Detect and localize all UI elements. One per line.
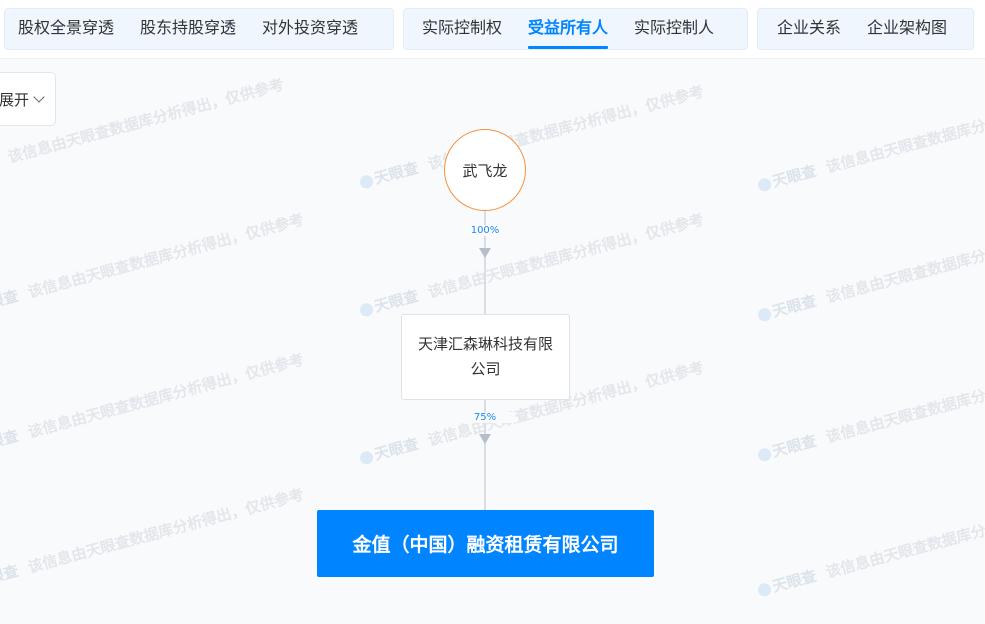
watermark: 天眼查 该信息由天眼查数据库分析得出，仅供参考 <box>0 485 306 591</box>
top-tab-bar: 股权全景穿透 股东持股穿透 对外投资穿透 实际控制权 受益所有人 实际控制人 企… <box>0 0 985 59</box>
watermark: 天眼查 该信息由天眼查数据库分析得出，仅供参考 <box>357 208 706 320</box>
tab-actual-controller[interactable]: 实际控制人 <box>634 18 715 37</box>
tianyancha-logo-icon <box>358 173 375 190</box>
tianyancha-logo-icon <box>756 446 773 463</box>
tianyancha-logo-icon <box>358 449 375 466</box>
person-name: 武飞龙 <box>462 161 508 180</box>
tianyancha-logo-icon <box>358 301 375 318</box>
watermark: 天眼查 该信息由天眼查数据库分析得出，仅供参考 <box>755 488 985 600</box>
watermark: 天眼查 该信息由天眼查数据库分析得出，仅供参考 <box>755 83 985 195</box>
tab-group-structure: 企业关系 企业架构图 <box>757 8 974 50</box>
edge-percent-label: 75% <box>455 412 515 423</box>
tab-group-control: 实际控制权 受益所有人 实际控制人 <box>403 8 748 50</box>
edge-percent-label: 100% <box>455 225 515 236</box>
tianyancha-logo-icon <box>756 306 773 323</box>
edge-line-company-to-target <box>484 399 486 511</box>
tab-enterprise-architecture[interactable]: 企业架构图 <box>867 18 948 37</box>
tab-beneficial-owner[interactable]: 受益所有人 <box>515 8 621 50</box>
tianyancha-logo-icon <box>756 176 773 193</box>
expand-button[interactable]: 展开 <box>0 72 56 126</box>
expand-label: 展开 <box>0 90 30 109</box>
target-company-name: 金值（中国）融资租赁有限公司 <box>352 534 619 556</box>
watermark: 天眼查 该信息由天眼查数据库分析得出，仅供参考 <box>0 210 306 316</box>
company-node[interactable]: 天津汇森琳科技有限公司 <box>401 314 570 400</box>
tab-actual-control-right[interactable]: 实际控制权 <box>422 18 503 37</box>
tab-enterprise-relations[interactable]: 企业关系 <box>777 18 842 37</box>
watermark: 天眼查 该信息由天眼查数据库分析得出，仅供参考 <box>0 350 306 456</box>
tianyancha-logo-icon <box>756 581 773 598</box>
arrow-down-icon <box>479 248 491 258</box>
edge-line-person-to-company <box>484 210 486 315</box>
chevron-down-icon <box>33 91 45 103</box>
arrow-down-icon <box>479 434 491 444</box>
watermark: 天眼查 该信息由天眼查数据库分析得出，仅供参考 <box>755 213 985 325</box>
target-company-node[interactable]: 金值（中国）融资租赁有限公司 <box>317 510 654 577</box>
watermark: 天眼查 该信息由天眼查数据库分析得出，仅供参考 <box>755 353 985 465</box>
tab-investment-penetration[interactable]: 对外投资穿透 <box>262 18 359 37</box>
tab-group-penetration: 股权全景穿透 股东持股穿透 对外投资穿透 <box>4 8 394 50</box>
company-name: 天津汇森琳科技有限公司 <box>417 335 553 378</box>
person-node[interactable]: 武飞龙 <box>444 129 526 211</box>
watermark: 天眼查 该信息由天眼查数据库分析得出，仅供参考 <box>357 80 706 192</box>
tab-shareholder-penetration[interactable]: 股东持股穿透 <box>140 18 237 37</box>
tab-equity-panorama[interactable]: 股权全景穿透 <box>18 18 115 37</box>
